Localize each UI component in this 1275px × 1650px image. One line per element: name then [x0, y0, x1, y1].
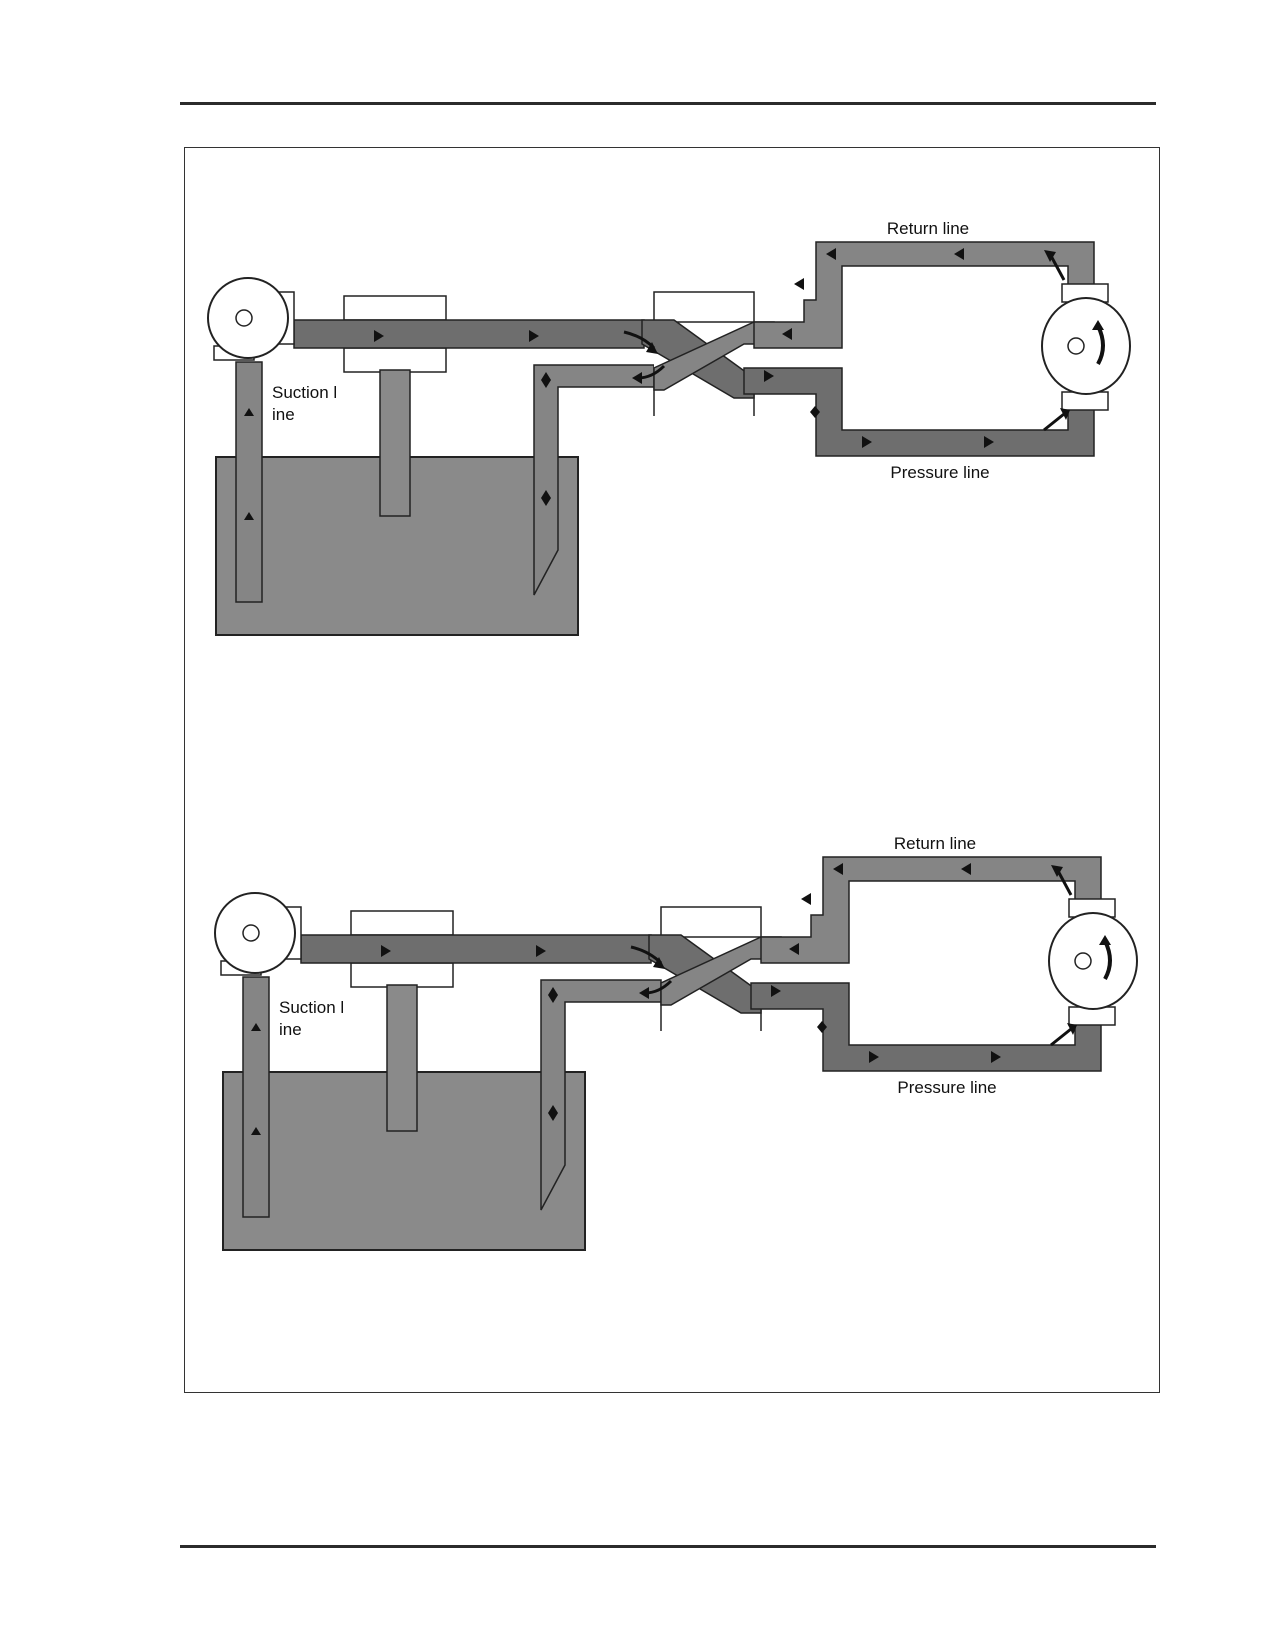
pressure-line-label: Pressure line: [890, 463, 989, 482]
suction-line-pipe: [235, 361, 263, 603]
pressure-line-label: Pressure line: [897, 1078, 996, 1097]
return-to-tank-pipe: [540, 979, 662, 1211]
suction-line-label-1: Suction l: [279, 998, 344, 1017]
flow-arrows: [251, 863, 1077, 1135]
figure-frame: [184, 147, 1160, 1393]
directional-valve: [641, 291, 775, 416]
filter-block: [350, 910, 454, 1132]
hydraulic-pump: [214, 892, 302, 976]
return-to-tank-pipe: [533, 364, 655, 596]
return-line-label: Return line: [887, 220, 969, 238]
footer-rule: [180, 1545, 1156, 1548]
hydraulic-motor: [1041, 283, 1131, 411]
suction-line-pipe: [242, 976, 270, 1218]
hydraulic-pump: [207, 277, 295, 361]
circuit-svg-1: Return line Pressure line Suction l ine: [207, 220, 1131, 636]
pressure-line-pipe: [750, 982, 1102, 1072]
hydraulic-circuit-diagram-2: Return line Pressure line Suction l ine: [184, 835, 1160, 1285]
suction-line-label-1: Suction l: [272, 383, 337, 402]
hydraulic-motor: [1048, 898, 1138, 1026]
circuit-svg-2: Return line Pressure line Suction l ine: [214, 835, 1138, 1251]
directional-valve: [648, 906, 782, 1031]
return-line-label: Return line: [894, 835, 976, 853]
pump-outlet-pipe: [300, 934, 652, 964]
suction-line-label-2: ine: [279, 1020, 302, 1039]
suction-line-label-2: ine: [272, 405, 295, 424]
pressure-line-pipe: [743, 367, 1095, 457]
flow-arrows: [244, 248, 1070, 520]
hydraulic-circuit-diagram-1: Return line Pressure line Suction l ine: [184, 220, 1160, 670]
header-rule: [180, 102, 1156, 105]
pump-outlet-pipe: [293, 319, 645, 349]
